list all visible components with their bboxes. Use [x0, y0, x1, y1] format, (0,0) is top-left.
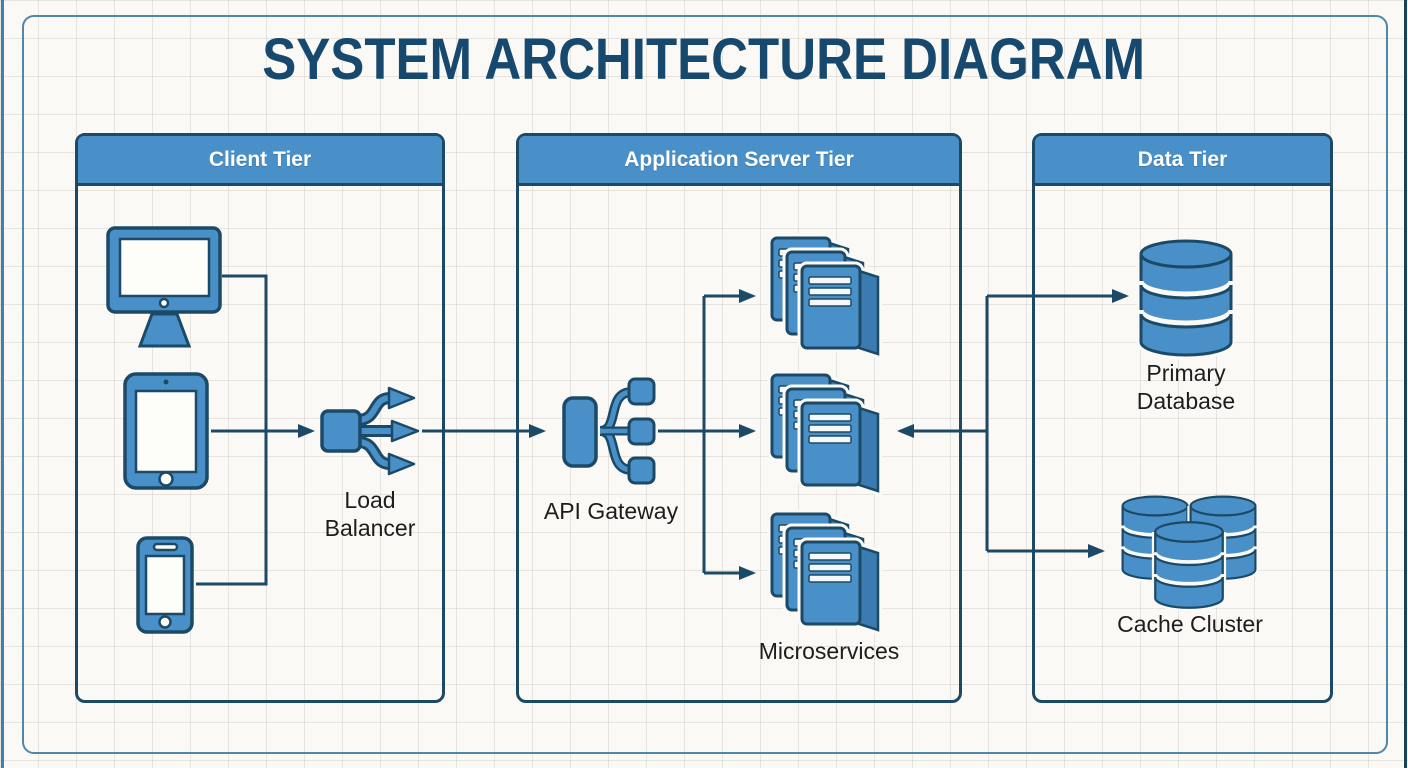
right-edge-line [1404, 0, 1407, 768]
application-server-tier-panel: Application Server Tier [516, 133, 962, 703]
page-title-text: SYSTEM ARCHITECTURE DIAGRAM [262, 27, 1146, 92]
microservices-to-data-connectors [897, 289, 1129, 558]
application-server-tier-header: Application Server Tier [519, 136, 959, 186]
load-balancer-icon [320, 386, 420, 476]
load-balancer-label: Load Balancer [324, 487, 416, 541]
client-tier-panel: Client Tier [75, 133, 445, 703]
cache-cluster-icon [1123, 497, 1256, 608]
smartphone-icon [136, 536, 194, 634]
tablet-icon [123, 372, 209, 490]
client-tier-header: Client Tier [78, 136, 442, 186]
left-edge-line [1, 0, 4, 768]
desktop-computer-icon [106, 226, 222, 348]
api-gateway-icon [562, 377, 656, 485]
microservices-label: Microservices [758, 638, 900, 664]
microservices-cluster-middle-icon [772, 375, 878, 491]
primary-database-icon [1141, 241, 1231, 355]
microservices-cluster-bottom-icon [772, 514, 878, 630]
data-tier-header: Data Tier [1035, 136, 1330, 186]
page-title: SYSTEM ARCHITECTURE DIAGRAM [0, 26, 1408, 93]
client-tier-title: Client Tier [208, 147, 312, 171]
data-tier-title: Data Tier [1137, 147, 1228, 171]
client-connector-lines [196, 274, 315, 586]
gateway-fanout-arrows [658, 289, 756, 580]
primary-database-label: Primary Database [1136, 360, 1236, 414]
microservices-cluster-top-icon [772, 238, 878, 354]
data-tier-panel: Data Tier [1032, 133, 1333, 703]
application-server-tier-title: Application Server Tier [624, 147, 854, 171]
cache-cluster-label: Cache Cluster [1117, 611, 1263, 637]
api-gateway-label: API Gateway [543, 498, 679, 524]
